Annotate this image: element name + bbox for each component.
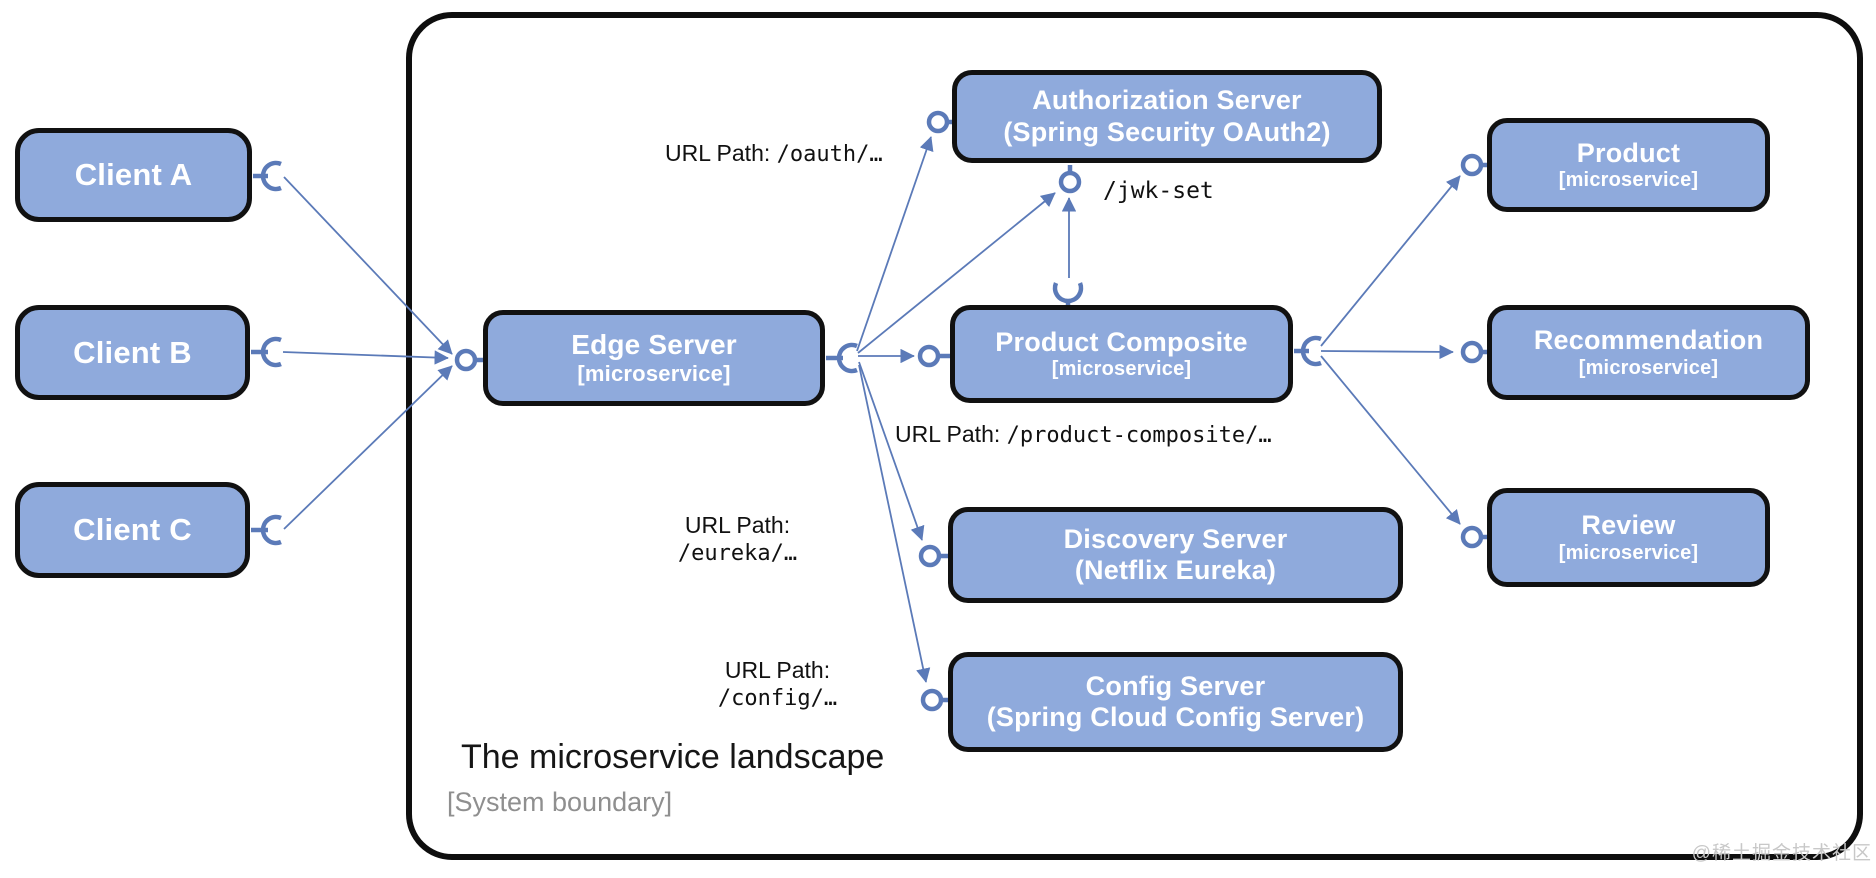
composite-to-core-connectors xyxy=(1320,175,1461,525)
core-service-interfaces xyxy=(1460,153,1489,549)
product-composite-jwk-connector xyxy=(1052,197,1084,307)
node-review: Review [microservice] xyxy=(1487,488,1770,587)
node-title: Edge Server xyxy=(571,329,737,361)
url-path-product-composite-label: URL Path: /product-composite/… xyxy=(895,421,1272,448)
product-composite-interfaces xyxy=(917,335,1322,368)
node-subtitle: (Netflix Eureka) xyxy=(1074,555,1277,585)
auth-server-interfaces xyxy=(926,110,1082,194)
node-title: Discovery Server xyxy=(1063,523,1288,554)
boundary-title: The microservice landscape xyxy=(461,738,885,776)
node-client-c: Client C xyxy=(15,482,250,578)
node-recommendation: Recommendation [microservice] xyxy=(1487,305,1810,400)
url-path-oauth-label: URL Path: /oauth/… xyxy=(665,140,883,167)
node-title: Config Server xyxy=(1085,670,1266,701)
url-path-value: /product-composite/… xyxy=(1006,423,1272,448)
node-client-a: Client A xyxy=(15,128,252,222)
client-a-socket xyxy=(253,160,282,192)
node-config-server: Config Server (Spring Cloud Config Serve… xyxy=(948,652,1403,752)
node-subtitle: [microservice] xyxy=(577,361,731,387)
url-path-config-label: URL Path: /config/… xyxy=(700,656,855,712)
client-c-socket xyxy=(251,514,282,546)
system-boundary-box xyxy=(406,12,1863,860)
url-path-prefix: URL Path: xyxy=(724,657,831,683)
node-client-b: Client B xyxy=(15,305,250,400)
edge-to-services-connectors xyxy=(856,136,1056,683)
jwk-set-label: /jwk-set xyxy=(1103,178,1214,204)
node-subtitle: [microservice] xyxy=(1558,169,1699,192)
url-path-prefix: URL Path: xyxy=(895,421,1007,447)
node-subtitle: [microservice] xyxy=(1051,358,1192,381)
node-title: Authorization Server xyxy=(1032,85,1302,116)
node-authorization-server: Authorization Server (Spring Security OA… xyxy=(952,70,1382,163)
discovery-config-interfaces xyxy=(918,544,949,712)
edge-server-interface xyxy=(454,342,858,374)
node-title: Client B xyxy=(73,334,192,370)
node-subtitle: (Spring Cloud Config Server) xyxy=(986,702,1365,732)
node-title: Review xyxy=(1581,510,1676,541)
url-path-value: /oauth/… xyxy=(776,142,883,167)
url-path-value: /eureka/… xyxy=(677,540,798,566)
client-b-socket xyxy=(251,336,282,368)
node-subtitle: (Spring Security OAuth2) xyxy=(1003,116,1331,147)
node-discovery-server: Discovery Server (Netflix Eureka) xyxy=(948,507,1403,603)
node-product-composite: Product Composite [microservice] xyxy=(950,305,1293,403)
node-title: Client C xyxy=(73,512,192,548)
url-path-prefix: URL Path: xyxy=(665,140,777,166)
url-path-prefix: URL Path: xyxy=(684,512,791,538)
node-product: Product [microservice] xyxy=(1487,118,1770,212)
url-path-value: /config/… xyxy=(717,685,838,711)
node-title: Product xyxy=(1576,137,1681,168)
watermark-text: @稀土掘金技术社区 xyxy=(1691,843,1872,864)
node-subtitle: [microservice] xyxy=(1558,541,1699,564)
url-path-eureka-label: URL Path: /eureka/… xyxy=(660,511,815,567)
boundary-subtitle: [System boundary] xyxy=(447,787,673,817)
node-edge-server: Edge Server [microservice] xyxy=(483,310,825,406)
clients-to-edge-connectors xyxy=(282,176,453,530)
node-title: Client A xyxy=(74,157,193,193)
node-title: Recommendation xyxy=(1533,325,1764,356)
node-title: Product Composite xyxy=(995,326,1248,357)
node-subtitle: [microservice] xyxy=(1578,356,1719,379)
